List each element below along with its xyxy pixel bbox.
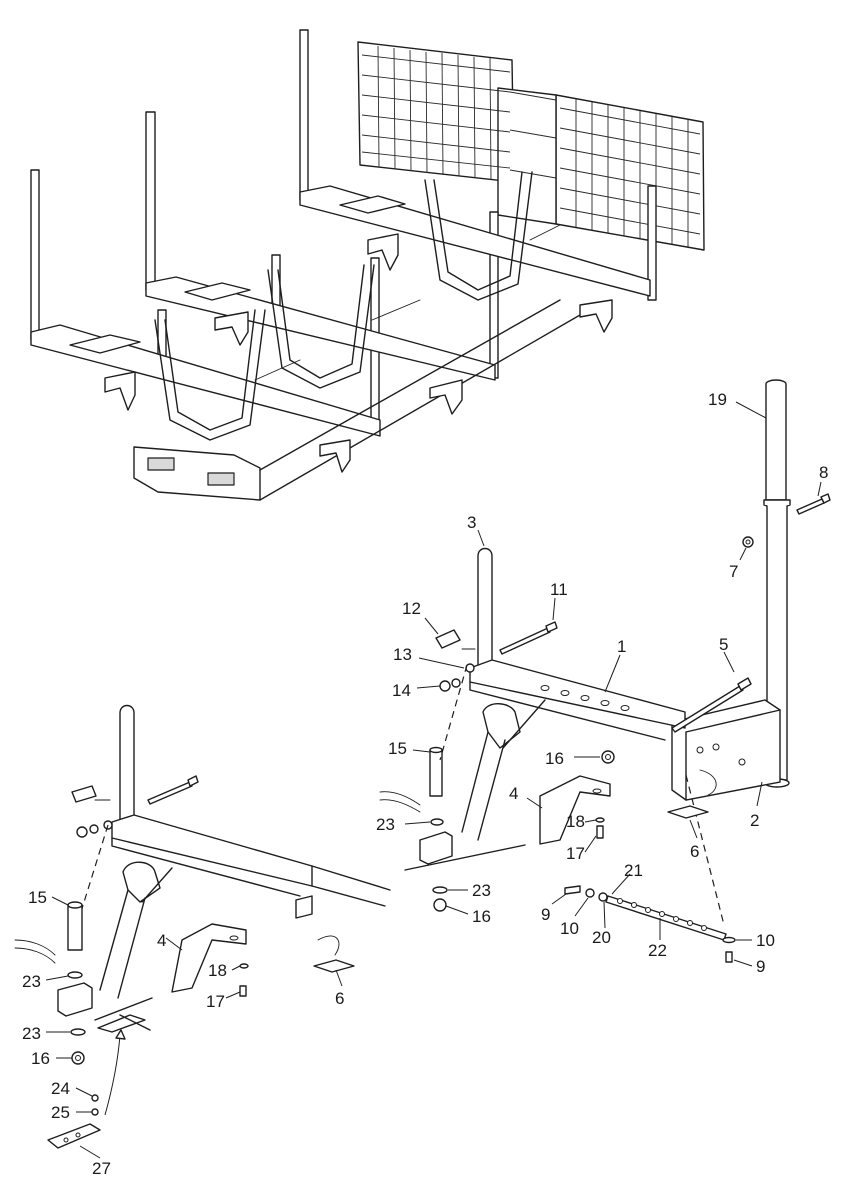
callout-16-main: 16 xyxy=(545,749,564,768)
callout-16-main-lower: 16 xyxy=(472,907,491,926)
callout-24: 24 xyxy=(51,1079,70,1098)
overview-base xyxy=(104,233,613,501)
left-part-25-washer xyxy=(91,1108,99,1116)
part-2-end-sleeve xyxy=(671,699,781,801)
callout-7: 7 xyxy=(729,562,738,581)
callout-17-left: 17 xyxy=(206,992,225,1011)
part-3-stake xyxy=(477,547,493,673)
callout-labels: 19 8 7 3 11 12 13 14 1 5 15 16 23 4 18 1… xyxy=(22,390,828,1178)
part-20-spacer xyxy=(598,892,608,902)
callout-4-main: 4 xyxy=(509,784,518,803)
callout-9-right-chain: 9 xyxy=(756,957,765,976)
callout-27: 27 xyxy=(92,1159,111,1178)
callout-23-left-upper: 23 xyxy=(22,972,41,991)
left-part-4-bracket xyxy=(171,923,247,993)
part-7-nut xyxy=(742,536,754,548)
left-pin-12 xyxy=(71,785,111,803)
cab-guard-grid xyxy=(357,41,705,251)
part-6-plate xyxy=(667,805,709,819)
callout-15-main: 15 xyxy=(388,739,407,758)
callout-3: 3 xyxy=(467,513,476,532)
callout-12: 12 xyxy=(402,599,421,618)
overview-crossbars xyxy=(30,185,651,437)
callout-18-main: 18 xyxy=(566,812,585,831)
left-part-27-plate xyxy=(47,1123,101,1149)
left-bunk-assembly xyxy=(14,704,391,1149)
right-upright-detail xyxy=(671,379,831,926)
part-9-bolt-right xyxy=(725,951,733,963)
left-washers xyxy=(76,820,113,838)
left-part-23-lower xyxy=(70,1028,86,1036)
callout-9-left-chain: 9 xyxy=(541,905,550,924)
main-bunk-assembly xyxy=(379,547,752,912)
part-14-nut xyxy=(439,678,461,692)
callout-25: 25 xyxy=(51,1103,70,1122)
callout-19: 19 xyxy=(708,390,727,409)
left-part-6-plate xyxy=(313,959,355,973)
callout-2: 2 xyxy=(750,811,759,830)
left-crossmember xyxy=(111,814,391,919)
callout-8: 8 xyxy=(819,463,828,482)
callout-13: 13 xyxy=(393,645,412,664)
left-part-23-upper xyxy=(67,971,83,979)
part-16-nut xyxy=(601,750,615,764)
callout-11: 11 xyxy=(550,580,568,599)
left-mount-block xyxy=(57,982,93,1017)
part-22-chain xyxy=(605,895,727,941)
callout-14: 14 xyxy=(392,681,411,700)
callout-15-left: 15 xyxy=(28,888,47,907)
callout-16-left: 16 xyxy=(31,1049,50,1068)
callout-6-left: 6 xyxy=(335,989,344,1008)
callout-23-left-lower: 23 xyxy=(22,1024,41,1043)
part-10-washer-left xyxy=(585,888,595,898)
part-18-17-hardware xyxy=(595,817,605,839)
callout-17-main: 17 xyxy=(566,844,585,863)
overview-assembly xyxy=(30,29,705,501)
left-part-16-nut xyxy=(71,1051,85,1065)
part-10-washer-right xyxy=(722,936,736,944)
callout-10-left-chain: 10 xyxy=(560,919,579,938)
part-4-bracket xyxy=(539,775,611,845)
left-part-18-17-hardware xyxy=(239,963,249,997)
part-5-bolt xyxy=(671,677,752,733)
part-11-bolt xyxy=(499,621,558,655)
part-23-16-lower-hardware xyxy=(432,886,448,912)
part-1-crossmember xyxy=(469,659,686,741)
callout-6-main: 6 xyxy=(690,842,699,861)
callout-1: 1 xyxy=(617,637,626,656)
chain-assembly xyxy=(564,885,736,963)
left-bunk-arm xyxy=(99,861,173,999)
overview-bunks xyxy=(154,171,561,441)
callout-20: 20 xyxy=(592,928,611,947)
callout-23-main-lower: 23 xyxy=(472,881,491,900)
callout-21: 21 xyxy=(624,861,643,880)
left-bolt xyxy=(147,775,199,805)
part-9-bolt-left xyxy=(564,885,581,895)
left-stake xyxy=(119,704,135,829)
callout-4-left: 4 xyxy=(157,931,166,950)
part-8-bolt xyxy=(796,493,831,515)
leader-lines xyxy=(45,401,822,1159)
part-15-pin xyxy=(429,746,443,797)
callout-10-right-chain: 10 xyxy=(756,931,775,950)
callout-18-left: 18 xyxy=(208,961,227,980)
mount-block xyxy=(419,831,453,865)
bunk-arm xyxy=(461,699,546,841)
callout-5: 5 xyxy=(719,635,728,654)
callout-23-main-upper: 23 xyxy=(376,815,395,834)
part-23-washer-upper xyxy=(430,818,444,826)
left-part-24-bolt xyxy=(91,1094,99,1102)
left-part-15-pin xyxy=(67,901,83,951)
part-12-pin xyxy=(435,629,476,650)
crossmember-holes xyxy=(540,685,630,711)
callout-22: 22 xyxy=(648,941,667,960)
